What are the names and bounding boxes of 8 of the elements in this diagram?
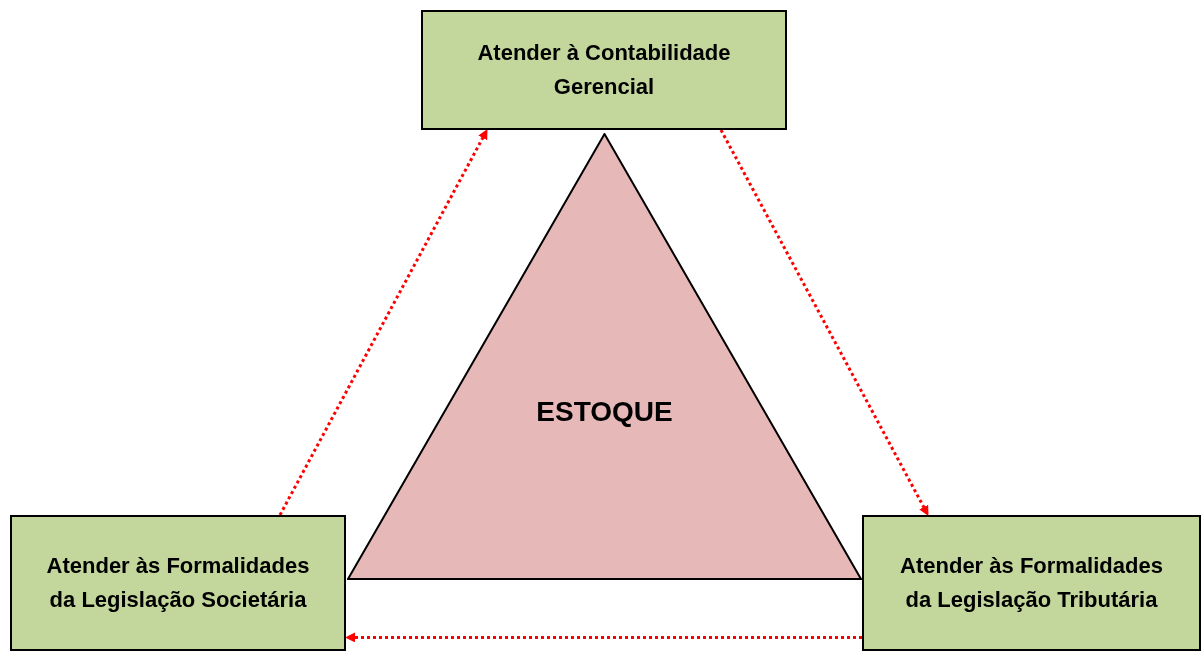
triangle-shape	[347, 133, 862, 580]
goal-box: Atender às Formalidades da Legislação Societária	[10, 515, 346, 651]
triangle-label: ESTOQUE	[536, 395, 673, 428]
arrow	[345, 632, 862, 643]
goal-box: Atender à Contabilidade Gerencial	[421, 10, 787, 130]
goal-box: Atender às Formalidades da Legislação Tributária	[862, 515, 1201, 651]
arrow	[719, 129, 930, 516]
arrow	[278, 129, 489, 516]
